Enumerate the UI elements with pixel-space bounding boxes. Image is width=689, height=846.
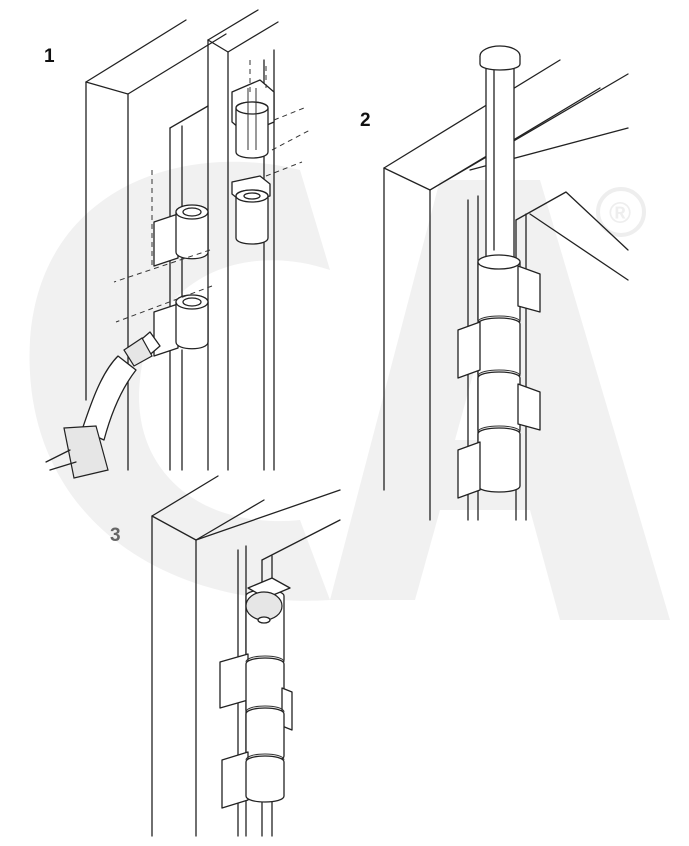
step-1-alignment-lines	[113, 60, 311, 323]
step-1-door-hinge-upper	[231, 79, 275, 159]
step-2-illustration	[383, 45, 629, 521]
step-3-illustration	[151, 475, 341, 837]
step-1-frame-hinge-lower	[153, 294, 209, 357]
step-1-frame	[85, 19, 227, 471]
watermark: ®	[29, 161, 670, 620]
step-2-pin	[479, 45, 521, 263]
watermark-a-shape	[330, 180, 670, 620]
watermark-registered-ring	[596, 187, 646, 237]
step-1-label: 1	[44, 46, 55, 67]
step-1-welding-torch	[45, 331, 161, 479]
watermark-registered-symbol: ®	[609, 197, 631, 230]
step-3-label: 3	[110, 525, 121, 546]
watermark-c-shape	[29, 161, 330, 601]
step-1-door-hinge-lower	[231, 175, 271, 245]
step-3-hinge-stack	[219, 577, 293, 809]
step-2-label: 2	[360, 110, 371, 131]
step-2-hinge-stack	[457, 254, 541, 499]
step-1-frame-hinge-upper	[153, 204, 209, 267]
step-1-illustration	[45, 9, 311, 479]
